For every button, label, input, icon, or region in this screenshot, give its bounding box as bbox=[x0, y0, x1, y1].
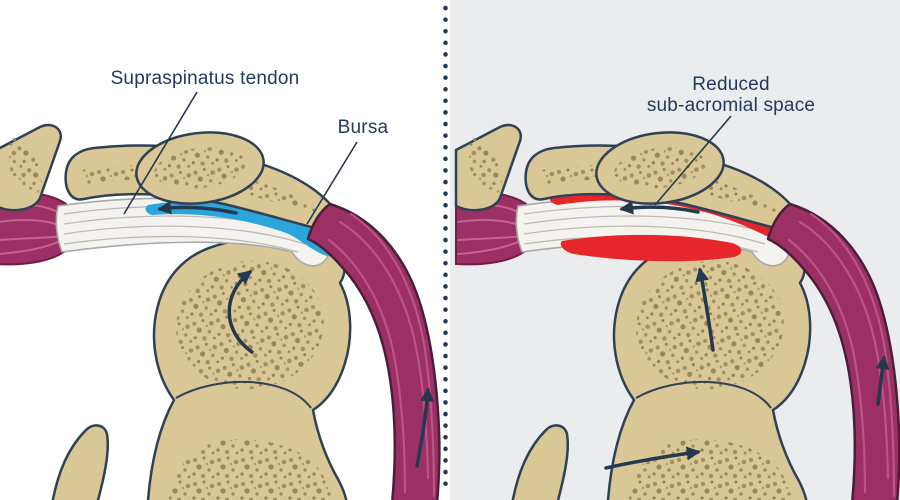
tendon-glide-arrow-left bbox=[157, 200, 238, 215]
left-panel-illustration: Supraspinatus tendon Bursa bbox=[0, 68, 441, 500]
inflamed-bursa-lower-shape bbox=[560, 234, 742, 262]
bursa-label: Bursa bbox=[338, 117, 389, 138]
deltoid-force-arrow-right bbox=[875, 355, 890, 406]
reduced-space-label-line1: Reduced bbox=[692, 74, 769, 95]
supraspinatus-tendon-label: Supraspinatus tendon bbox=[111, 68, 300, 89]
humeral-rotation-arrow bbox=[227, 270, 254, 354]
deltoid-force-arrow-left bbox=[415, 387, 435, 468]
bursa-leader-line bbox=[306, 141, 358, 225]
panel-divider bbox=[443, 5, 448, 497]
humeral-elevation-arrow bbox=[695, 267, 715, 352]
arm-abduction-arrow bbox=[604, 446, 701, 470]
supraspinatus-leader-line bbox=[123, 91, 198, 215]
reduced-space-label-line2: sub-acromial space bbox=[647, 95, 815, 116]
tendon-glide-arrow-right bbox=[619, 200, 700, 215]
reduced-space-leader-line bbox=[654, 115, 732, 206]
right-panel-illustration: Reduced sub-acromial space bbox=[450, 0, 900, 500]
